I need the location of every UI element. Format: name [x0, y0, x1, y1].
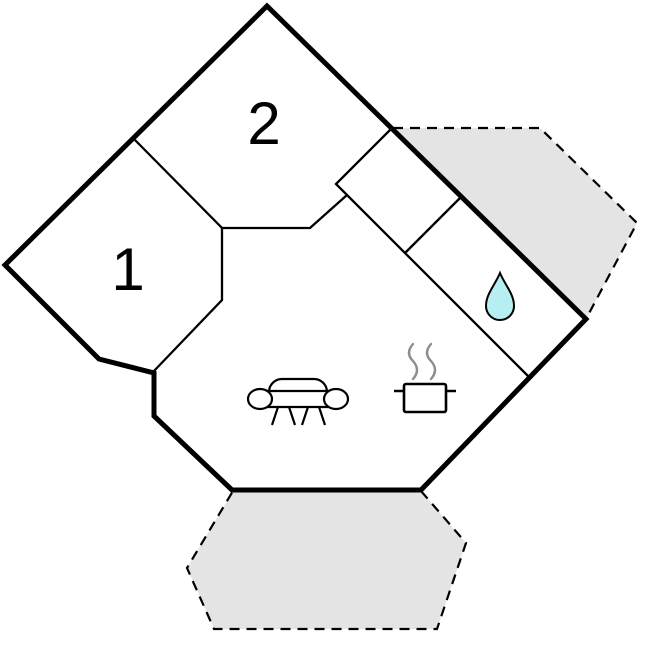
sofa-armrest [246, 387, 274, 411]
bottom-terrace-area [187, 491, 466, 629]
room-1-label: 1 [111, 236, 144, 303]
right-terrace-dashed-border [393, 126, 639, 320]
water-drop-icon [484, 270, 516, 321]
interior-wall [404, 195, 463, 254]
sofa-armrest [322, 387, 350, 411]
interior-walls [132, 127, 530, 378]
building-outline [1, 2, 590, 493]
steam-wave [407, 342, 419, 381]
cooking-pot-icon [394, 342, 456, 414]
interior-wall [334, 127, 530, 378]
pot-body [402, 382, 448, 414]
right-terrace-area [393, 128, 637, 319]
steam-wave [425, 342, 437, 381]
sofa-icon [246, 377, 350, 426]
interior-wall [222, 194, 348, 230]
interior-wall [132, 137, 224, 373]
room-2-label: 2 [247, 90, 280, 157]
bottom-terrace-dashed-border [185, 490, 468, 631]
steam-icon [407, 342, 437, 381]
